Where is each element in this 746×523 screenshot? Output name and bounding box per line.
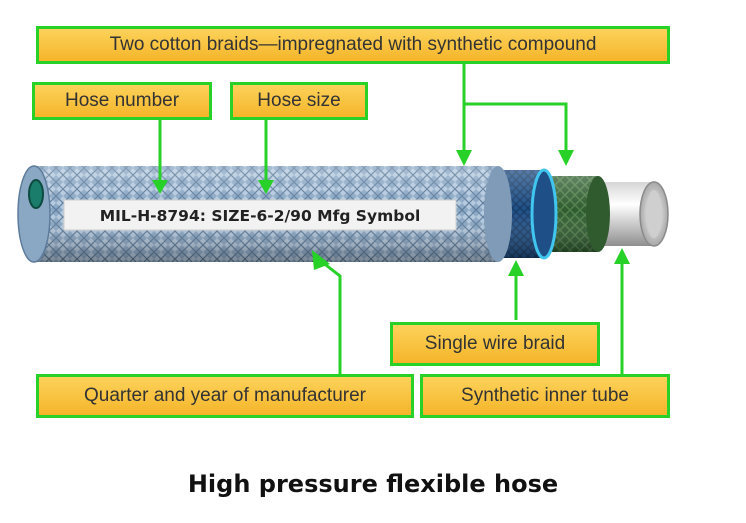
label-two-cotton-braids-text: Two cotton braids—impregnated with synth… [109, 34, 597, 55]
hose-marking-text: MIL-H-8794: SIZE-6-2/90 Mfg Symbol [100, 207, 421, 225]
label-synthetic-inner-tube: Synthetic inner tube [420, 374, 670, 418]
label-single-wire-braid-text: Single wire braid [424, 333, 566, 354]
label-hose-number-text: Hose number [64, 90, 180, 111]
arrowhead-hose-number [152, 180, 168, 194]
label-quarter-year-text: Quarter and year of manufacturer [84, 385, 366, 406]
arrowhead-braids-inner [558, 150, 574, 166]
label-synthetic-inner-tube-text: Synthetic inner tube [461, 385, 629, 406]
figure-caption: High pressure flexible hose [187, 470, 559, 498]
arrowhead-hose-size [258, 180, 274, 194]
label-hose-size-text: Hose size [257, 90, 341, 111]
label-hose-size: Hose size [230, 82, 368, 120]
arrowhead-braids-outer [456, 150, 472, 166]
callout-lines [158, 60, 624, 376]
hose-marking-strip: MIL-H-8794: SIZE-6-2/90 Mfg Symbol [63, 199, 457, 231]
label-hose-number: Hose number [32, 82, 212, 120]
label-single-wire-braid: Single wire braid [390, 322, 600, 366]
arrowhead-quarter-year [312, 250, 330, 270]
arrowhead-inner-tube [614, 248, 630, 264]
arrowheads [152, 150, 630, 276]
label-quarter-year: Quarter and year of manufacturer [36, 374, 414, 418]
label-two-cotton-braids: Two cotton braids—impregnated with synth… [36, 26, 670, 64]
arrowhead-single-wire [508, 260, 524, 276]
